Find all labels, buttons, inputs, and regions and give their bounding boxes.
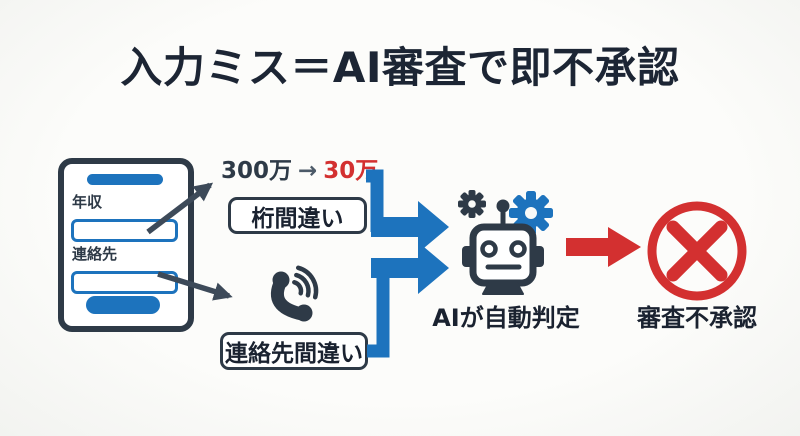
digit-mistake-example: 300万→30万 — [221, 160, 378, 183]
result-arrow — [566, 227, 641, 267]
merge-arrow-top — [371, 201, 449, 253]
rejection-caption: 審査不承認 — [637, 304, 757, 332]
example-arrow: → — [298, 158, 318, 184]
contact-connector — [367, 270, 390, 358]
ai-judgement-caption: AIが自動判定 — [432, 304, 580, 332]
income-field-label: 年収 — [72, 193, 103, 211]
robot-icon — [458, 190, 553, 295]
gear-icon — [458, 190, 486, 218]
income-input — [71, 219, 178, 242]
cross-circle-icon — [647, 201, 747, 301]
form-header-bar — [87, 174, 163, 185]
contact-field-label: 連絡先 — [72, 245, 118, 263]
digit-connector — [366, 169, 384, 232]
contact-error-arrow — [157, 271, 233, 301]
contact-mistake-box: 連絡先間違い — [220, 332, 368, 370]
merge-arrow-bottom — [371, 242, 449, 294]
application-form: 年収 連絡先 — [58, 158, 194, 332]
income-error-arrow — [146, 182, 214, 235]
example-original-value: 300万 — [221, 158, 293, 184]
example-wrong-value: 30万 — [323, 158, 379, 184]
digit-mistake-box: 桁間違い — [228, 197, 367, 234]
gear-icon — [509, 191, 553, 235]
ringing-phone-icon — [270, 265, 319, 322]
page-title: 入力ミス＝AI審査で即不承認 — [120, 43, 680, 92]
form-submit-bar — [86, 296, 160, 314]
